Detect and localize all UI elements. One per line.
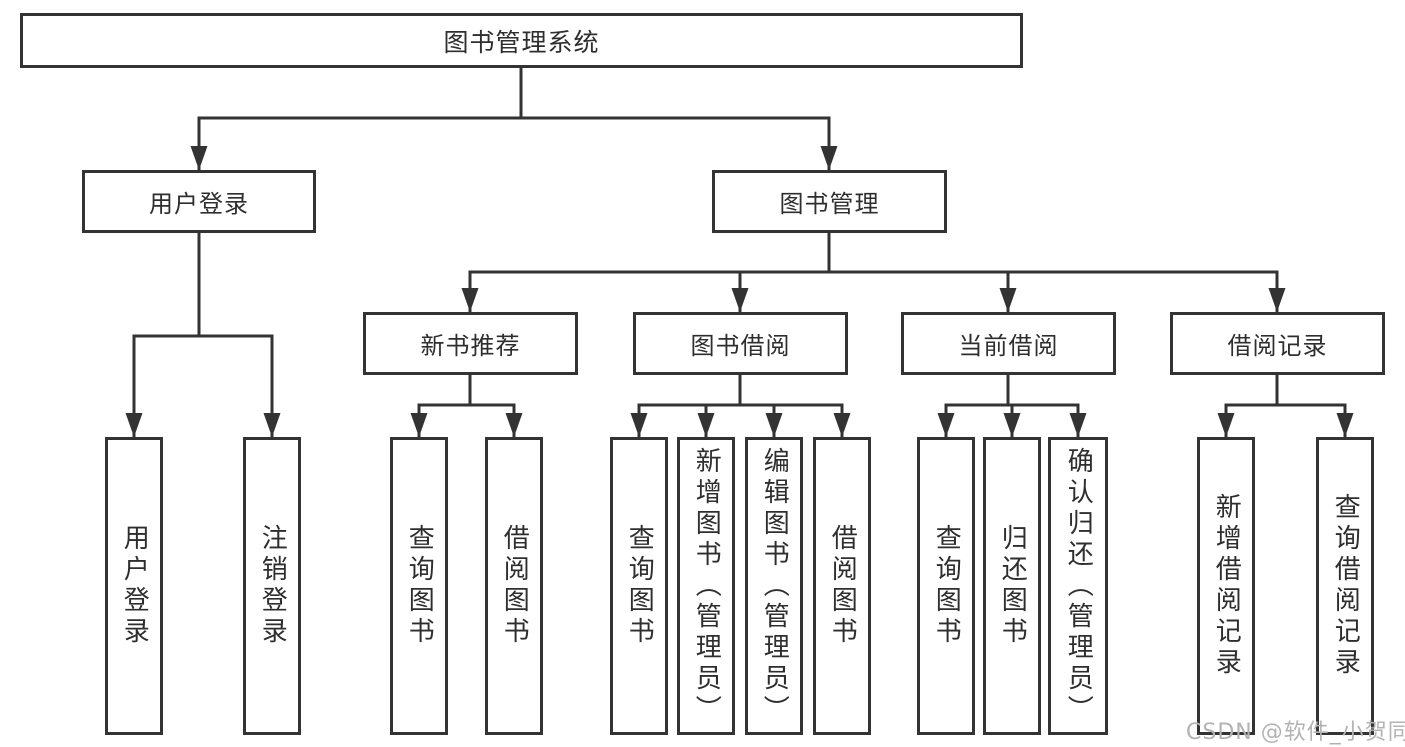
node-label: 查询借阅记录: [1330, 493, 1361, 679]
arrow-down-icon: [937, 413, 955, 437]
arrow-down-icon: [505, 413, 523, 437]
node-query-borrow-record: 查询借阅记录: [1316, 437, 1374, 735]
node-return-books: 归还图书: [983, 437, 1041, 735]
node-book-borrowing: 图书借阅: [633, 312, 848, 375]
arrow-down-icon: [1336, 413, 1354, 437]
arrow-down-icon: [820, 146, 838, 170]
node-add-borrow-record: 新增借阅记录: [1197, 437, 1255, 735]
node-current-borrowing: 当前借阅: [901, 312, 1116, 375]
node-add-books-admin: 新增图书（管理员）: [677, 437, 735, 735]
node-login: 用户登录: [105, 437, 163, 735]
node-label: 借阅图书: [827, 524, 858, 648]
node-label: 用户登录: [119, 524, 150, 648]
arrow-down-icon: [263, 413, 281, 437]
node-label: 查询图书: [931, 524, 962, 648]
node-label: 查询图书: [624, 524, 655, 648]
node-label: 查询图书: [404, 524, 435, 648]
arrow-down-icon: [1217, 413, 1235, 437]
arrow-down-icon: [697, 413, 715, 437]
node-label: 当前借阅: [958, 332, 1059, 360]
node-label: 图书借阅: [690, 332, 791, 360]
node-query-books: 查询图书: [917, 437, 975, 735]
arrow-down-icon: [1069, 413, 1087, 437]
node-label: 注销登录: [257, 524, 288, 648]
connector-path: [1224, 375, 1347, 437]
arrow-down-icon: [765, 413, 783, 437]
node-label: 确认归还（管理员）: [1063, 446, 1094, 726]
arrow-down-icon: [999, 288, 1017, 312]
connector-path: [417, 375, 516, 437]
node-label: 新书推荐: [420, 332, 521, 360]
arrow-down-icon: [410, 413, 428, 437]
arrow-down-icon: [731, 288, 749, 312]
node-borrow-books: 借阅图书: [485, 437, 543, 735]
watermark: CSDN @软件_小贺同学: [1186, 720, 1405, 745]
node-library-system: 图书管理系统: [20, 13, 1023, 68]
node-logout: 注销登录: [243, 437, 301, 735]
arrow-down-icon: [1003, 413, 1021, 437]
node-edit-books-admin: 编辑图书（管理员）: [745, 437, 803, 735]
arrow-down-icon: [833, 413, 851, 437]
connector-path: [468, 233, 1279, 312]
node-label: 借阅图书: [499, 524, 530, 648]
node-label: 图书管理: [779, 190, 880, 218]
node-query-books: 查询图书: [390, 437, 448, 735]
node-borrowing-records: 借阅记录: [1170, 312, 1385, 375]
node-label: 归还图书: [997, 524, 1028, 648]
arrow-down-icon: [630, 413, 648, 437]
node-label: 新增借阅记录: [1211, 493, 1242, 679]
node-confirm-return-admin: 确认归还（管理员）: [1048, 437, 1108, 735]
arrow-down-icon: [190, 146, 208, 170]
connector-path: [132, 233, 274, 437]
arrow-down-icon: [125, 413, 143, 437]
arrow-down-icon: [461, 288, 479, 312]
node-new-book-recommend: 新书推荐: [363, 312, 578, 375]
node-user-login: 用户登录: [82, 170, 316, 233]
node-label: 借阅记录: [1227, 332, 1328, 360]
node-label: 图书管理系统: [443, 27, 600, 57]
node-label: 新增图书（管理员）: [691, 446, 722, 726]
connector-path: [637, 375, 844, 437]
node-query-books: 查询图书: [610, 437, 668, 735]
node-book-management: 图书管理: [712, 170, 947, 233]
node-borrow-books: 借阅图书: [813, 437, 871, 735]
arrow-down-icon: [1268, 288, 1286, 312]
node-label: 编辑图书（管理员）: [759, 446, 790, 726]
node-label: 用户登录: [149, 190, 249, 218]
connector-path: [197, 68, 831, 170]
